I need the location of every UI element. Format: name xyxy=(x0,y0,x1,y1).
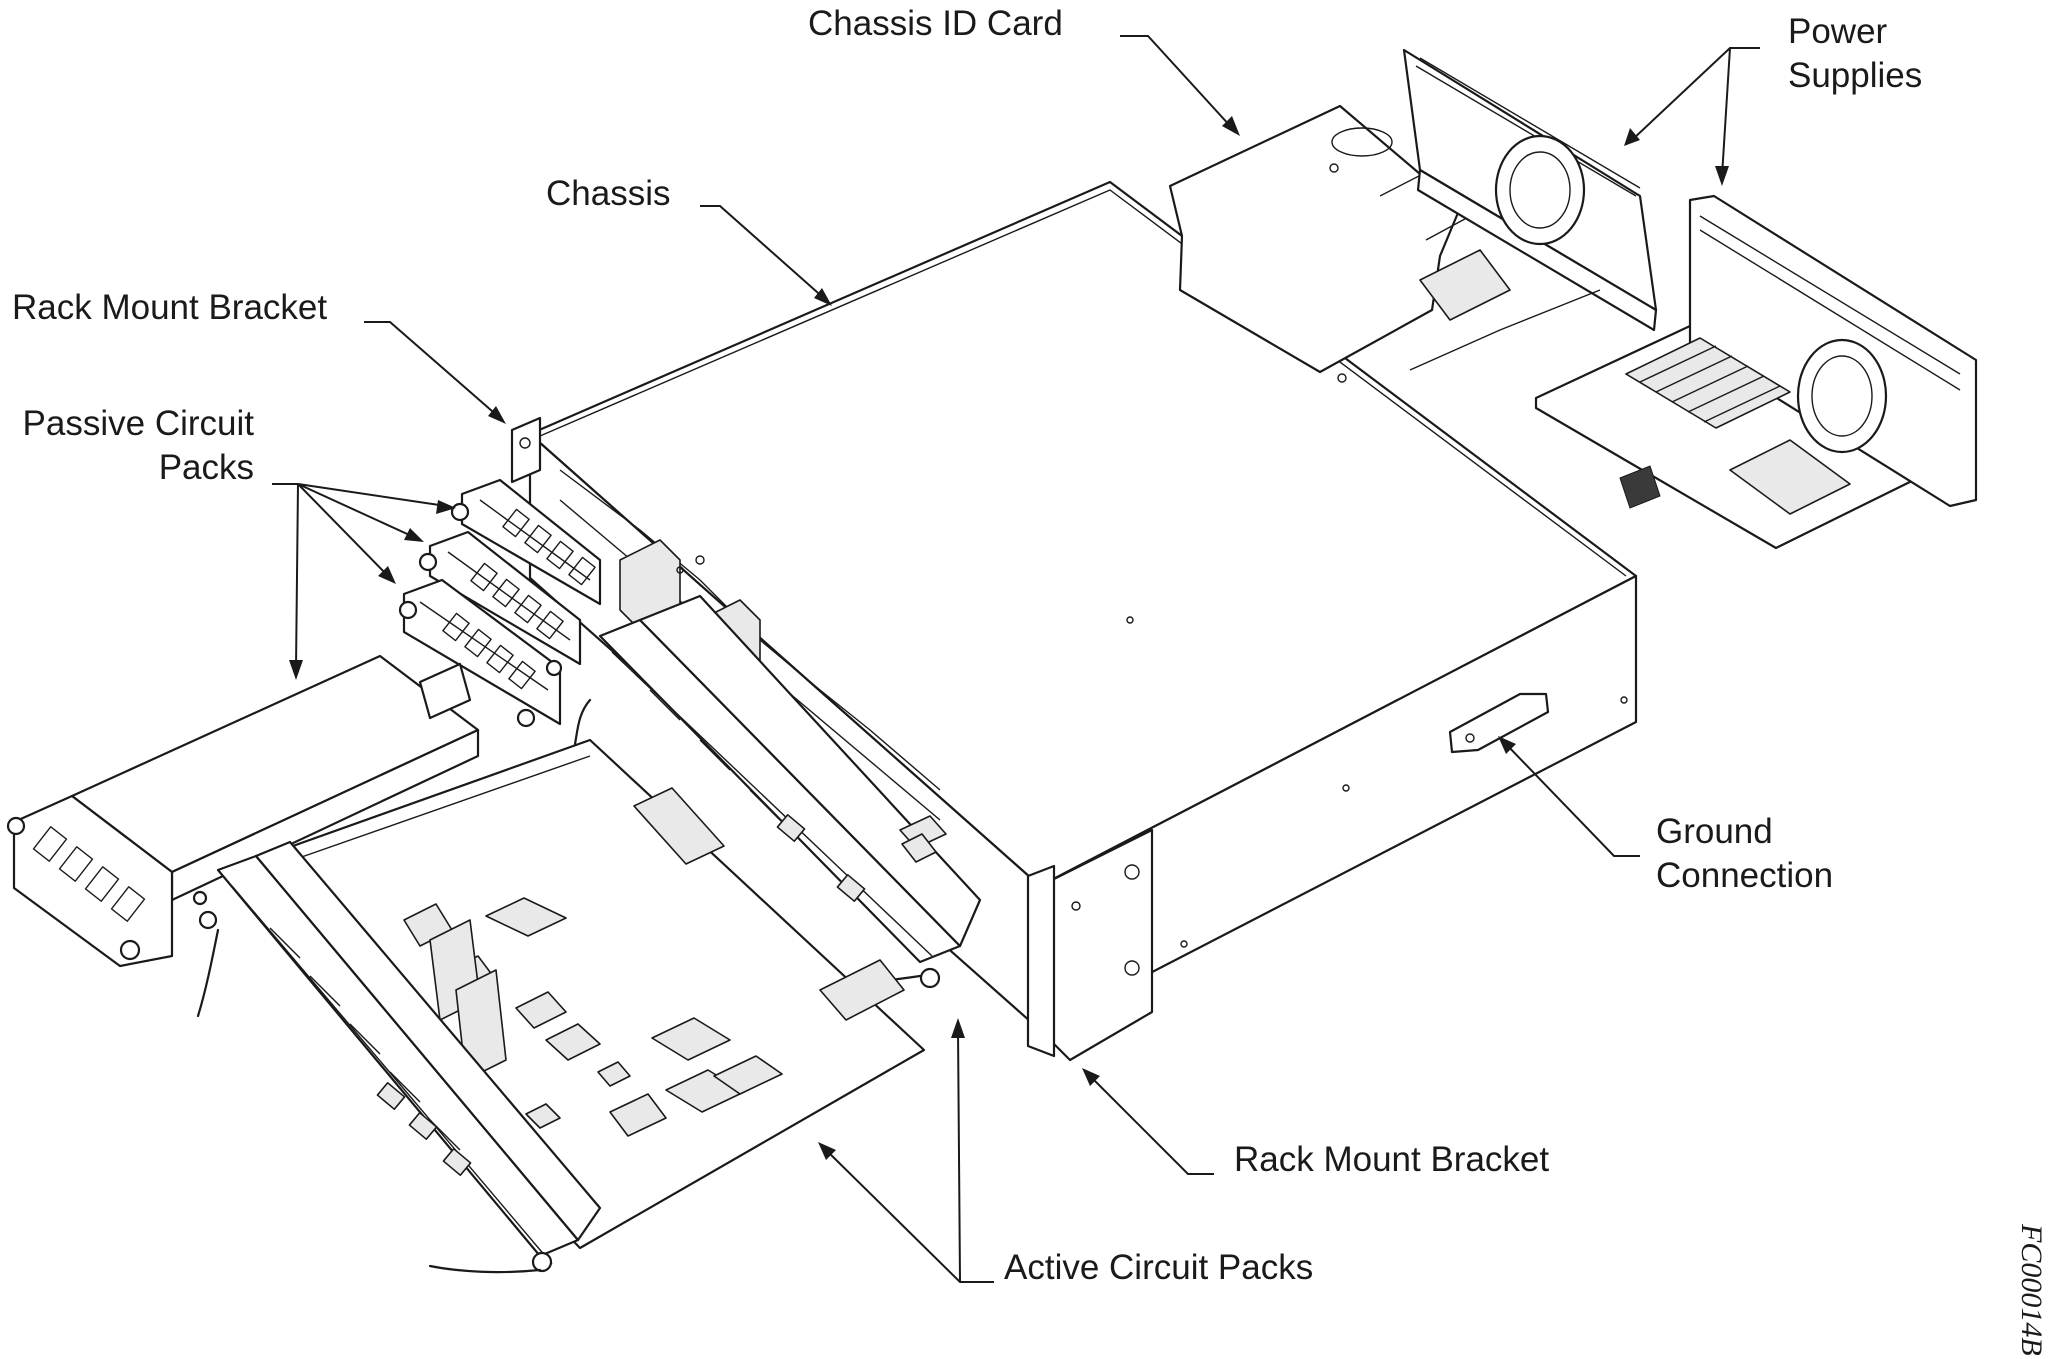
label-chassis-id-card: Chassis ID Card xyxy=(808,2,1063,46)
label-rack-mount-bracket-top-text: Rack Mount Bracket xyxy=(12,288,328,327)
passive-pack-row-1 xyxy=(450,478,602,606)
chassis-id-card xyxy=(1168,104,1501,374)
label-power-supplies-line-2: Supplies xyxy=(1788,56,1923,95)
label-power-supplies: Power Supplies xyxy=(1788,10,1922,98)
label-passive-circuit-packs-line-1: Passive Circuit xyxy=(22,404,254,443)
label-chassis-id-card-text: Chassis ID Card xyxy=(808,4,1063,43)
ground-lug xyxy=(1448,692,1550,754)
passive-pack-removed xyxy=(6,654,480,968)
label-chassis: Chassis xyxy=(546,172,670,216)
power-supply-upper xyxy=(1402,48,1658,371)
label-active-circuit-packs: Active Circuit Packs xyxy=(1004,1246,1313,1290)
figure-id: FC00014B xyxy=(2015,1224,2048,1356)
power-supply-lower xyxy=(1534,194,1978,550)
label-chassis-text: Chassis xyxy=(546,174,671,213)
passive-pack-row-3 xyxy=(398,578,563,728)
label-rack-mount-bracket-bottom-text: Rack Mount Bracket xyxy=(1234,1140,1550,1179)
label-passive-circuit-packs-line-2: Packs xyxy=(158,448,254,487)
rack-mount-bracket-left xyxy=(510,416,542,484)
label-ground-connection-line-1: Ground xyxy=(1656,812,1773,851)
rack-mount-bracket-right xyxy=(1026,828,1154,1062)
label-active-circuit-packs-text: Active Circuit Packs xyxy=(1004,1248,1314,1287)
label-ground-connection-line-2: Connection xyxy=(1656,856,1834,895)
active-pack-inserted xyxy=(564,594,982,989)
label-rack-mount-bracket-top: Rack Mount Bracket xyxy=(12,286,327,330)
active-pack-removed xyxy=(196,738,937,1274)
passive-pack-row-2 xyxy=(418,530,582,666)
leader-lines xyxy=(272,35,1760,1283)
label-passive-circuit-packs: Passive Circuit Packs xyxy=(0,402,254,490)
label-power-supplies-line-1: Power xyxy=(1788,12,1888,51)
label-rack-mount-bracket-bottom: Rack Mount Bracket xyxy=(1234,1138,1549,1182)
label-ground-connection: Ground Connection xyxy=(1656,810,1833,898)
